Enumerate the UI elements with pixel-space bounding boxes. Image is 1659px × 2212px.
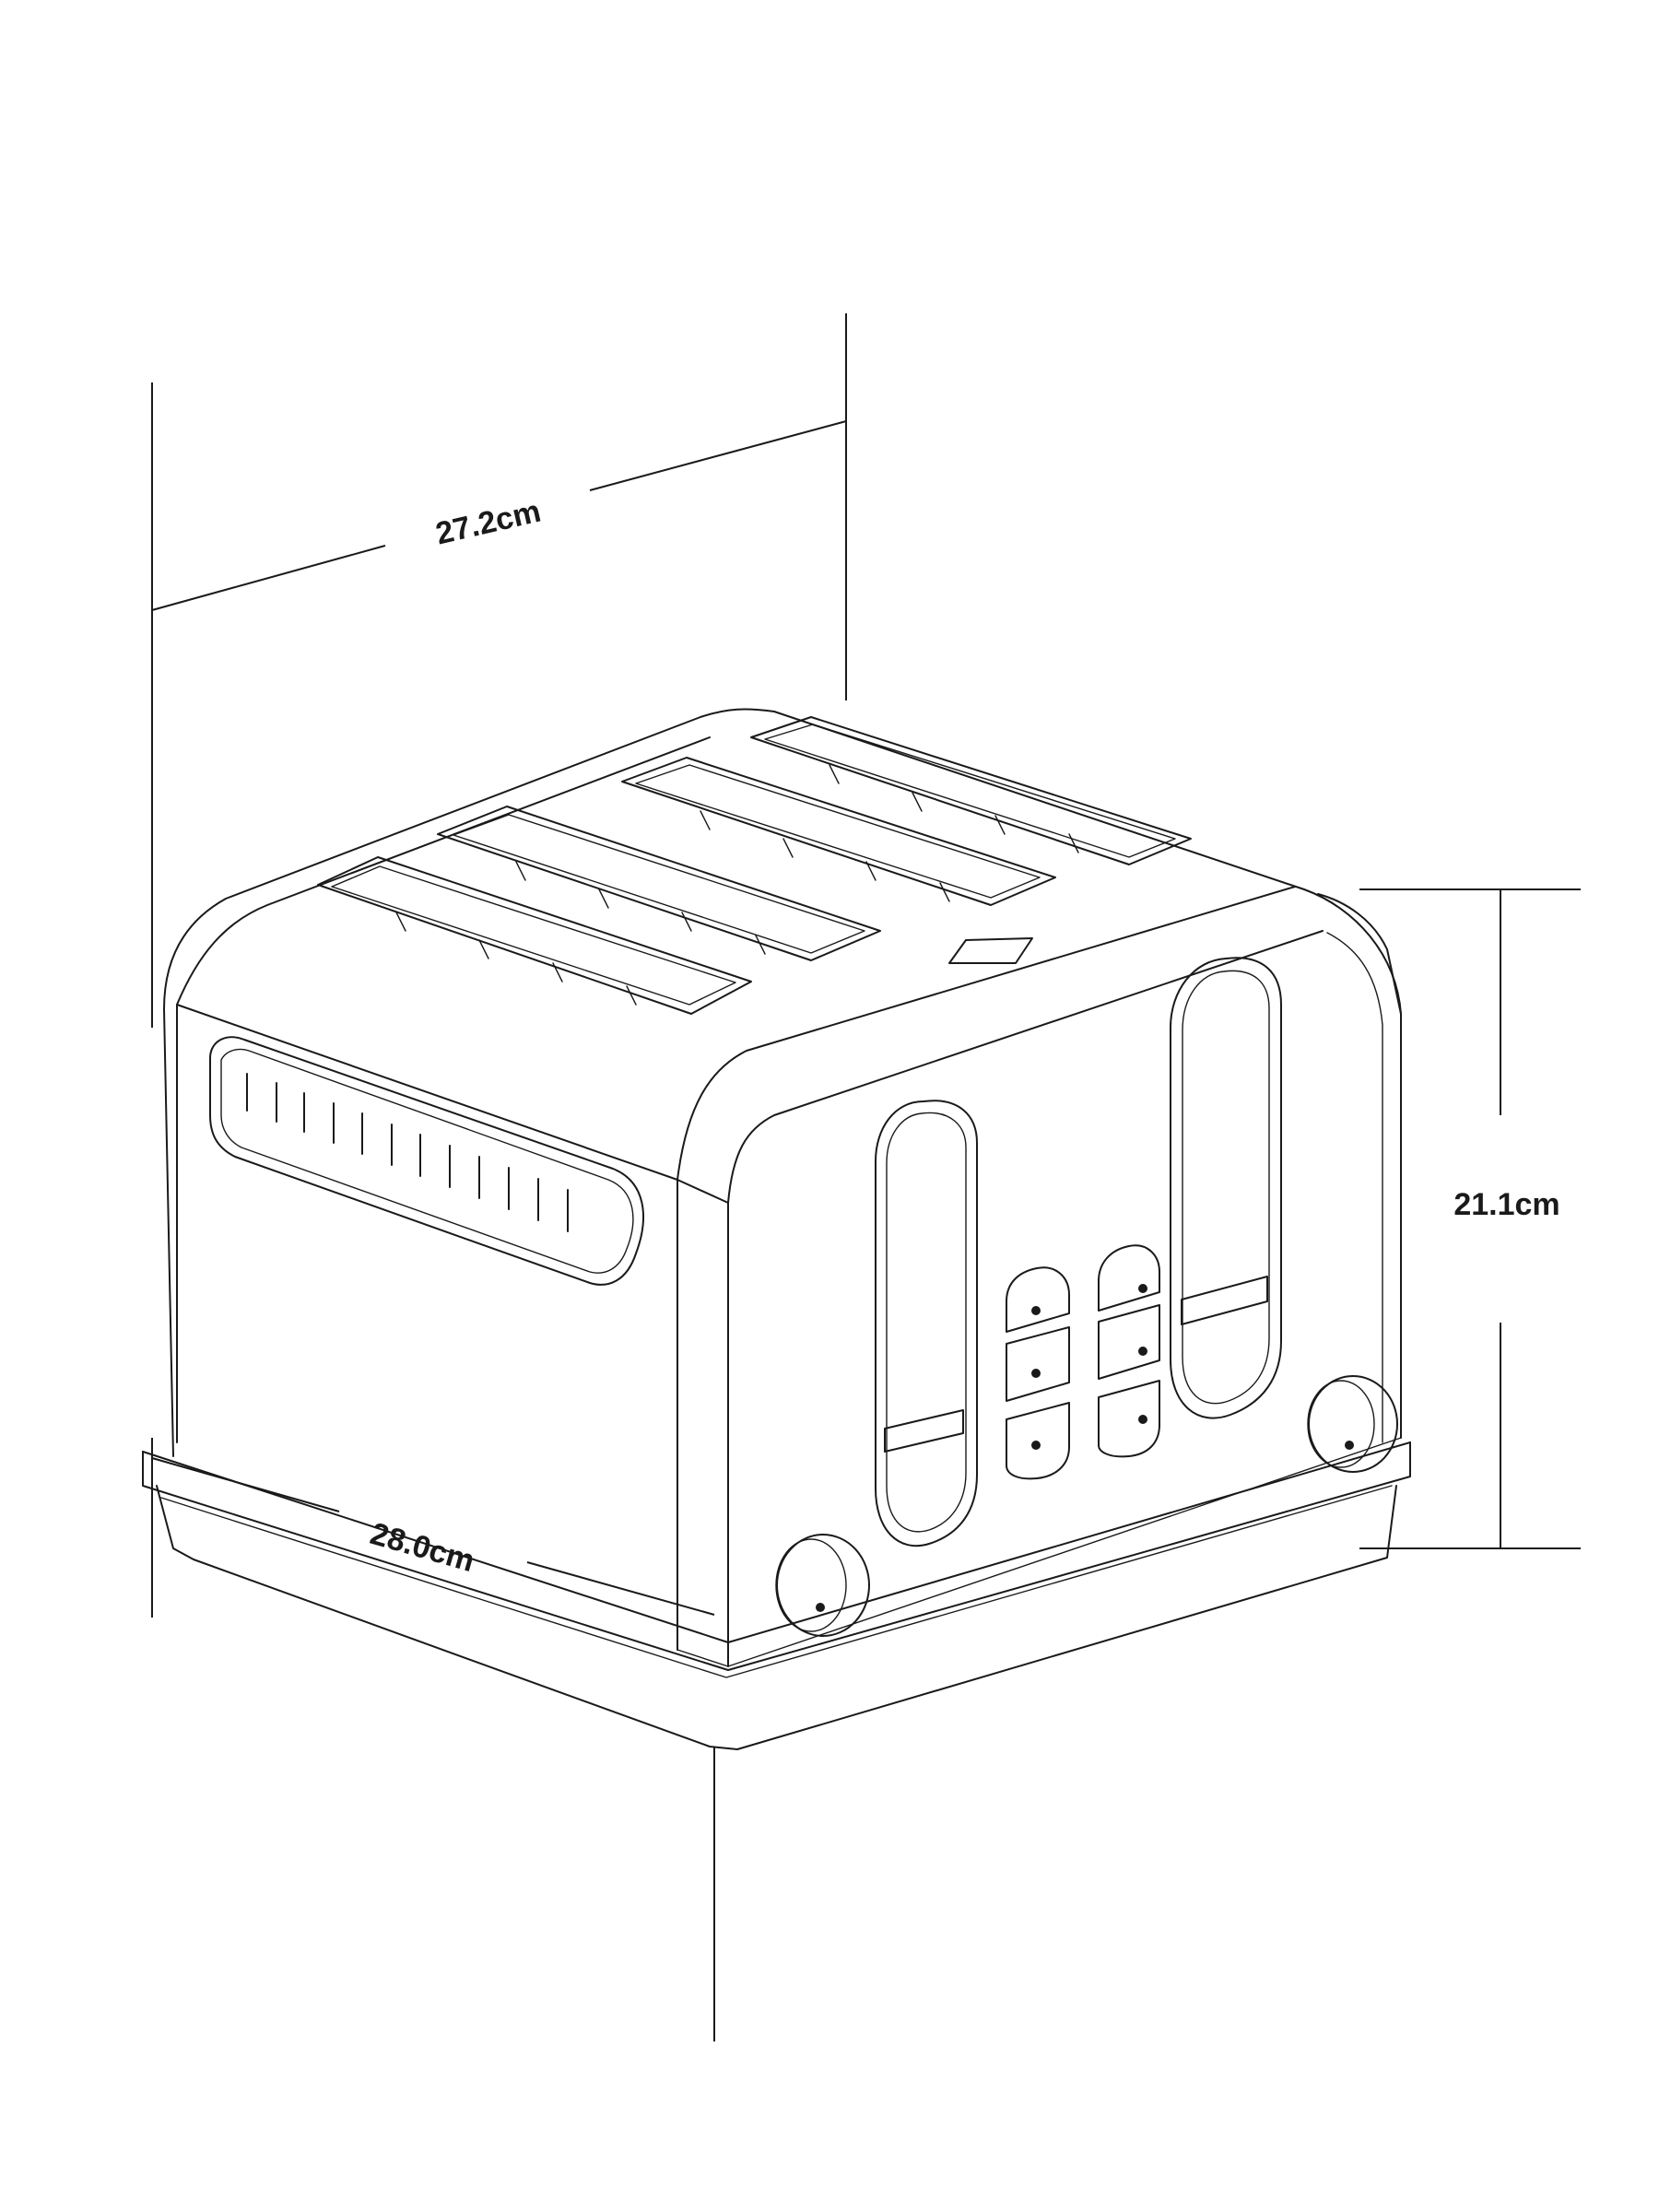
toaster-body	[142, 708, 1411, 1750]
depth-dimension-label: 27.2cm	[432, 494, 544, 552]
right-reheat-button[interactable]	[1098, 1380, 1160, 1458]
bread-slot-3	[621, 757, 1056, 906]
left-browning-knob[interactable]	[775, 1534, 870, 1637]
left-reheat-button[interactable]	[1006, 1402, 1070, 1480]
left-cancel-button[interactable]	[1006, 1266, 1070, 1333]
dimension-lines	[151, 313, 1581, 2041]
bread-slot-4	[750, 716, 1192, 865]
left-control-column	[1006, 1266, 1070, 1480]
bread-slot-2	[437, 806, 881, 961]
browning-knobs	[775, 1375, 1398, 1637]
warning-badge-icon	[948, 937, 1033, 964]
left-defrost-button[interactable]	[1006, 1326, 1070, 1402]
right-defrost-button[interactable]	[1098, 1304, 1160, 1380]
right-control-column	[1098, 1244, 1160, 1458]
right-browning-knob[interactable]	[1307, 1375, 1398, 1473]
bread-slots	[317, 716, 1192, 1015]
bread-slot-1	[317, 856, 752, 1015]
control-buttons	[1006, 1244, 1160, 1480]
height-dimension-label: 21.1cm	[1453, 1187, 1559, 1222]
right-cancel-button[interactable]	[1098, 1244, 1160, 1312]
side-vent	[209, 1036, 644, 1286]
width-dimension-label: 28.0cm	[367, 1516, 478, 1579]
front-levers	[875, 957, 1282, 1547]
